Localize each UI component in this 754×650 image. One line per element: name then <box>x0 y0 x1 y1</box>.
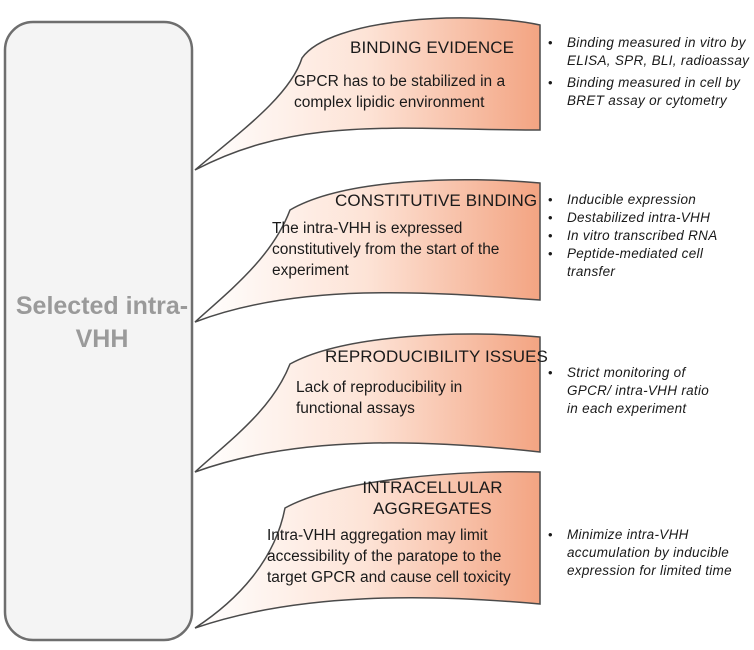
selected-vhh-box <box>3 20 194 642</box>
challenge-description: The intra-VHH is expressed constitutivel… <box>272 220 500 279</box>
callout-shape-reproducibility-issues <box>194 333 541 473</box>
challenge-description: GPCR has to be stabilized in a complex l… <box>294 73 506 111</box>
solution-item: Peptide-mediated cell transfer <box>548 245 728 281</box>
solution-list: Inducible expression Destabilized intra-… <box>548 191 728 281</box>
challenge-heading: INTRACELLULAR AGGREGATES <box>362 478 503 518</box>
selected-vhh-label: Selected intra-VHH <box>15 292 189 353</box>
solution-item: In vitro transcribed RNA <box>548 227 728 245</box>
solution-item: Binding measured in vitro by ELISA, SPR,… <box>548 34 750 70</box>
solution-list: Strict monitoring of GPCR/ intra-VHH rat… <box>548 364 718 418</box>
solution-item: Minimize intra-VHH accumulation by induc… <box>548 526 752 580</box>
callout-shape-intracellular-aggregates <box>194 470 541 629</box>
solution-item: Inducible expression <box>548 191 728 209</box>
challenge-heading: REPRODUCIBILITY ISSUES <box>325 347 548 366</box>
callout-shape-constitutive-binding <box>194 178 541 323</box>
callout-shape-binding-evidence <box>194 17 541 171</box>
solution-item: Strict monitoring of GPCR/ intra-VHH rat… <box>548 364 718 418</box>
challenge-heading: BINDING EVIDENCE <box>350 38 515 57</box>
challenge-heading: CONSTITUTIVE BINDING <box>335 191 538 210</box>
solution-item: Binding measured in cell by BRET assay o… <box>548 74 750 110</box>
solution-list: Minimize intra-VHH accumulation by induc… <box>548 526 752 580</box>
challenge-description: Lack of reproducibility in functional as… <box>296 379 463 417</box>
solution-item: Destabilized intra-VHH <box>548 209 728 227</box>
challenge-description: Intra-VHH aggregation may limit accessib… <box>267 527 511 586</box>
solution-list: Binding measured in vitro by ELISA, SPR,… <box>548 34 750 110</box>
